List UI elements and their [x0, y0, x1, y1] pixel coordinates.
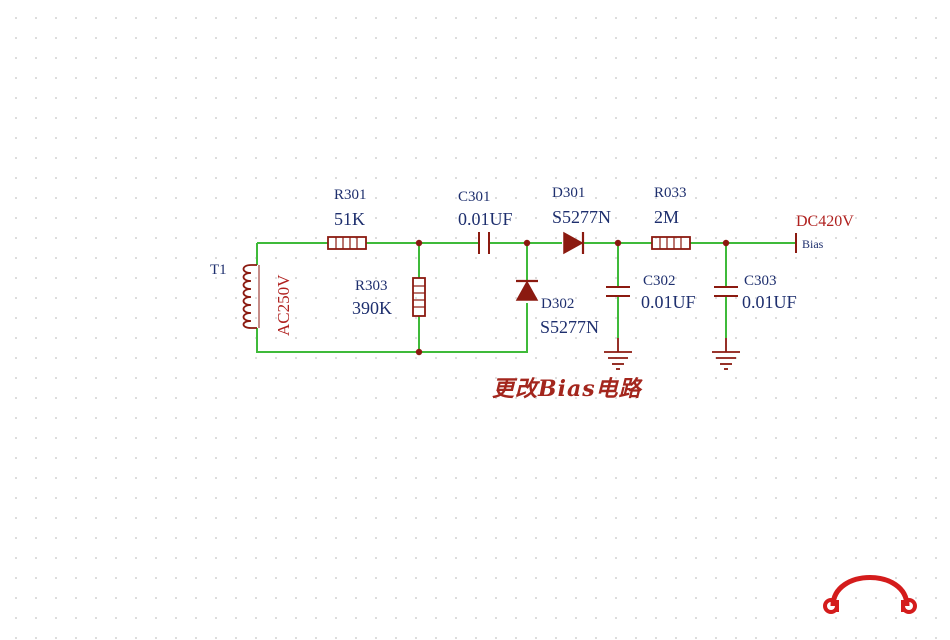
- r303-value: 390K: [352, 298, 392, 318]
- wire-t1-bottom: [256, 303, 528, 353]
- d301-value: S5277N: [552, 207, 612, 227]
- logo-text: db: [0, 0, 1, 1]
- junction-dot: [614, 239, 622, 247]
- t1-voltage: AC250V: [274, 274, 293, 336]
- d301-ref: D301: [552, 185, 586, 201]
- wires: [256, 242, 795, 353]
- junctions: [415, 239, 730, 356]
- junction-dot: [722, 239, 730, 247]
- c303-value: 0.01UF: [742, 292, 797, 312]
- r301-resistor: [327, 236, 367, 250]
- r301-ref: R301: [334, 187, 367, 203]
- ground-icon: [604, 338, 632, 370]
- junction-dot: [415, 239, 423, 247]
- ground-icon: [712, 338, 740, 370]
- c303-capacitor: [714, 286, 738, 297]
- d302-diode: [515, 279, 539, 301]
- c301-value: 0.01UF: [458, 209, 513, 229]
- r033-resistor: [651, 236, 691, 250]
- c301-capacitor: [478, 232, 490, 254]
- d302-value: S5277N: [540, 317, 600, 337]
- r303-resistor: [412, 277, 426, 317]
- t1-ref: T1: [210, 262, 227, 278]
- r301-value: 51K: [334, 209, 365, 229]
- change-note: 更改Bias电路: [492, 376, 642, 402]
- c302-capacitor: [606, 286, 630, 297]
- t1-coil: [242, 264, 260, 329]
- c302-ref: C302: [643, 273, 676, 289]
- r033-value: 2M: [654, 207, 680, 227]
- c303-ref: C303: [744, 273, 777, 289]
- c301-ref: C301: [458, 189, 491, 205]
- headphones-logo-icon: [823, 575, 917, 614]
- output-voltage: DC420V: [796, 213, 854, 230]
- r033-ref: R033: [654, 185, 687, 201]
- junction-dot: [415, 348, 423, 356]
- output-net-label: Bias: [802, 237, 824, 251]
- c302-value: 0.01UF: [641, 292, 696, 312]
- d302-ref: D302: [541, 296, 575, 312]
- d301-diode: [563, 231, 585, 255]
- junction-dot: [523, 239, 531, 247]
- r303-ref: R303: [355, 278, 388, 294]
